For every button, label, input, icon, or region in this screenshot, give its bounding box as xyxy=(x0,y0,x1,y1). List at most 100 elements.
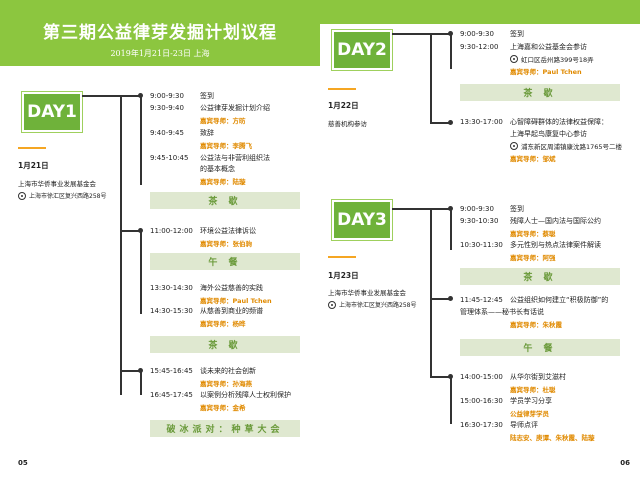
day3-divider xyxy=(328,256,356,258)
item-time: 9:00-9:30 xyxy=(460,30,494,38)
item-time: 16:30-17:30 xyxy=(460,421,503,429)
lunch-banner: 午 餐 xyxy=(460,339,620,356)
item-title: 公益组织如何建立“积极防御”的 xyxy=(510,296,609,304)
timeline-connector xyxy=(120,230,142,232)
item-mentor: 陆志安、庾谭、朱秋霞、陆璇 xyxy=(510,434,595,442)
timeline-branch xyxy=(450,33,452,69)
item-time: 13:30-14:30 xyxy=(150,284,193,292)
item-title: 学员学习分享 xyxy=(510,397,552,405)
day3-address: 上海市徐汇区复兴西路258号 xyxy=(328,300,416,309)
item-title: 多元性别与热点法律案件解读 xyxy=(510,241,601,249)
day1-org: 上海市华侨事业发展基金会 xyxy=(18,180,96,188)
item-mentor: 嘉宾导师：孙海燕 xyxy=(200,380,252,388)
schedule-item: 16:30-17:30 导师点评 xyxy=(460,420,538,430)
schedule-item: 9:00-9:30 签到 xyxy=(150,91,214,101)
item-time: 13:30-17:00 xyxy=(460,118,503,126)
item-title: 致辞 xyxy=(200,129,214,137)
map-pin-icon xyxy=(18,191,26,200)
timeline-branch xyxy=(140,230,142,314)
page-number: 05 xyxy=(18,459,28,467)
map-pin-icon xyxy=(510,55,518,63)
item-time: 9:30-12:00 xyxy=(460,43,499,51)
item-mentor: 嘉宾导师：金希 xyxy=(200,404,246,412)
item-title: 导师点评 xyxy=(510,421,538,429)
timeline-dot xyxy=(138,93,143,98)
item-title-cont: 管理体系——秘书长有话说 xyxy=(460,308,544,316)
page-number: 06 xyxy=(620,459,630,467)
day2-tag: DAY2 xyxy=(332,30,392,70)
timeline-trunk xyxy=(430,33,432,123)
timeline-dot xyxy=(448,374,453,379)
agenda-header: 第三期公益律芽发掘计划议程 2019年1月21日-23日 上海 xyxy=(0,0,320,66)
tea-break-banner: 茶 歇 xyxy=(460,84,620,101)
day1-divider xyxy=(18,147,46,149)
timeline-trunk xyxy=(120,95,122,395)
item-mentor: 嘉宾导师：杨晔 xyxy=(200,320,246,328)
timeline-connector xyxy=(430,376,452,378)
item-mentor: 嘉宾导师：Paul Tchen xyxy=(510,68,582,76)
day2-org: 慈善机构参访 xyxy=(328,120,367,128)
item-mentor: 嘉宾导师：朱秋霞 xyxy=(510,321,562,329)
item-time: 16:45-17:45 xyxy=(150,391,193,399)
timeline-connector xyxy=(120,370,142,372)
item-mentor: 嘉宾导师：阿强 xyxy=(510,254,556,262)
item-mentor: 嘉宾导师：杜聪 xyxy=(510,386,556,394)
agenda-title: 第三期公益律芽发掘计划议程 xyxy=(43,23,277,43)
item-title: 谈未来的社会创新 xyxy=(200,367,256,375)
item-title-cont: 上海早起鸟康复中心参访 xyxy=(510,130,587,138)
item-mentor: 嘉宾导师：Paul Tchen xyxy=(200,297,272,305)
lunch-banner: 午 餐 xyxy=(150,253,300,270)
timeline-connector xyxy=(430,122,452,124)
party-banner: 破冰派对：种草大会 xyxy=(150,420,300,437)
timeline-dot xyxy=(138,368,143,373)
item-address: 虹口区岳州路399号18弄 xyxy=(510,54,594,64)
day1-tag: DAY1 xyxy=(22,92,82,132)
item-title: 心智障碍群体的法律权益保障： xyxy=(510,118,608,126)
item-time: 9:00-9:30 xyxy=(150,92,184,100)
day2-divider xyxy=(328,88,356,90)
timeline-connector xyxy=(392,208,452,210)
timeline-branch xyxy=(140,370,142,395)
item-time: 9:40-9:45 xyxy=(150,129,184,137)
schedule-item: 9:40-9:45 致辞 xyxy=(150,128,214,138)
day3-address-text: 上海市徐汇区复兴西路258号 xyxy=(339,302,417,309)
timeline-branch xyxy=(140,95,142,185)
tea-break-banner: 茶 歇 xyxy=(150,192,300,209)
schedule-item: 9:45-10:45 公益法与非营利组织法 xyxy=(150,153,270,163)
item-title: 海外公益慈善的实践 xyxy=(200,284,263,292)
agenda-subtitle: 2019年1月21日-23日 上海 xyxy=(110,49,210,58)
item-time: 11:45-12:45 xyxy=(460,296,503,304)
item-mentor: 公益律芽学员 xyxy=(510,410,549,418)
day2-date: 1月22日 xyxy=(328,101,359,110)
item-title: 从华尔街到艾滋村 xyxy=(510,373,566,381)
item-title: 签到 xyxy=(200,92,214,100)
item-mentor: 嘉宾导师：张伯驹 xyxy=(200,240,252,248)
tea-break-banner: 茶 歇 xyxy=(150,336,300,353)
item-mentor: 嘉宾导师：李腾飞 xyxy=(200,142,252,150)
day3-tag: DAY3 xyxy=(332,200,392,240)
schedule-item: 13:30-17:00 心智障碍群体的法律权益保障： xyxy=(460,117,608,127)
timeline-dot xyxy=(138,228,143,233)
schedule-item: 11:45-12:45 公益组织如何建立“积极防御”的 xyxy=(460,295,608,305)
schedule-item: 13:30-14:30 海外公益慈善的实践 xyxy=(150,283,263,293)
item-time: 9:45-10:45 xyxy=(150,154,189,162)
right-header-bar xyxy=(320,0,640,24)
day1-address-text: 上海市徐汇区复兴西路258号 xyxy=(29,193,107,200)
timeline-connector xyxy=(430,298,452,300)
item-mentor: 嘉宾导师：方昉 xyxy=(200,117,246,125)
item-time: 9:30-9:40 xyxy=(150,104,184,112)
item-time: 9:00-9:30 xyxy=(460,205,494,213)
day3-date: 1月23日 xyxy=(328,271,359,280)
item-title: 公益法与非营利组织法 xyxy=(200,154,270,162)
